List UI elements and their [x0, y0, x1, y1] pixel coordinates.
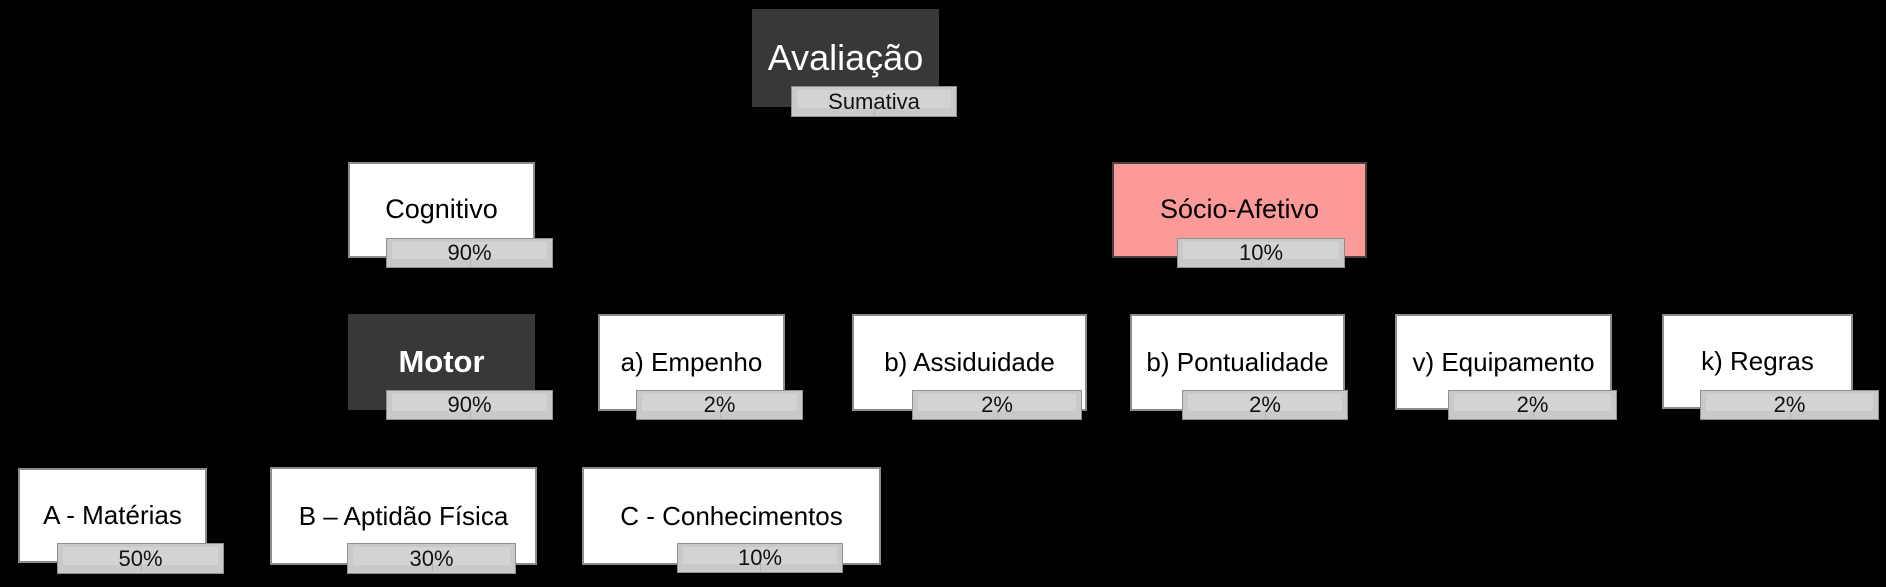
- node-cognitivo-label: Cognitivo: [385, 194, 498, 225]
- weight-badge-aptidao-fisica: 30%: [347, 543, 516, 574]
- weight-badge-equipamento: 2%: [1448, 390, 1617, 420]
- weight-assiduidade: 2%: [981, 392, 1013, 417]
- weight-pontualidade: 2%: [1249, 392, 1281, 417]
- badge-sumativa-label: Sumativa: [828, 88, 920, 114]
- node-motor-label: Motor: [398, 343, 485, 379]
- weight-cognitivo: 90%: [447, 240, 492, 265]
- weight-badge-pontualidade: 2%: [1182, 390, 1348, 420]
- node-socio-afetivo-label: Sócio-Afetivo: [1159, 194, 1320, 225]
- weight-empenho: 2%: [703, 392, 736, 417]
- weight-badge-cognitivo: 90%: [386, 238, 553, 268]
- node-equipamento-label: v) Equipamento: [1412, 346, 1595, 377]
- weight-equipamento: 2%: [1516, 392, 1549, 417]
- weight-materias: 50%: [118, 545, 163, 571]
- weight-badge-socio-afetivo: 10%: [1177, 238, 1345, 268]
- weight-regras: 2%: [1773, 392, 1806, 417]
- node-pontualidade-label: b) Pontualidade: [1146, 347, 1329, 378]
- weight-badge-assiduidade: 2%: [912, 390, 1082, 420]
- node-assiduidade-label: b) Assiduidade: [884, 347, 1055, 378]
- weight-conhecimentos: 10%: [737, 545, 783, 570]
- weight-socio-afetivo: 10%: [1238, 240, 1284, 265]
- node-avaliacao-label: Avaliação: [767, 37, 924, 79]
- weight-aptidao-fisica: 30%: [409, 545, 454, 571]
- weight-badge-motor: 90%: [386, 390, 553, 420]
- node-aptidao-fisica-label: B – Aptidão Física: [298, 500, 509, 531]
- badge-sumativa: Sumativa: [791, 86, 957, 117]
- node-regras-label: k) Regras: [1701, 346, 1814, 377]
- weight-badge-materias: 50%: [57, 543, 224, 574]
- weight-motor: 90%: [447, 392, 492, 417]
- weight-badge-regras: 2%: [1700, 390, 1879, 420]
- weight-badge-conhecimentos: 10%: [677, 543, 843, 573]
- weight-badge-empenho: 2%: [636, 390, 803, 420]
- node-materias-label: A - Matérias: [43, 500, 182, 531]
- node-conhecimentos-label: C - Conhecimentos: [620, 500, 843, 531]
- node-empenho-label: a) Empenho: [620, 347, 763, 378]
